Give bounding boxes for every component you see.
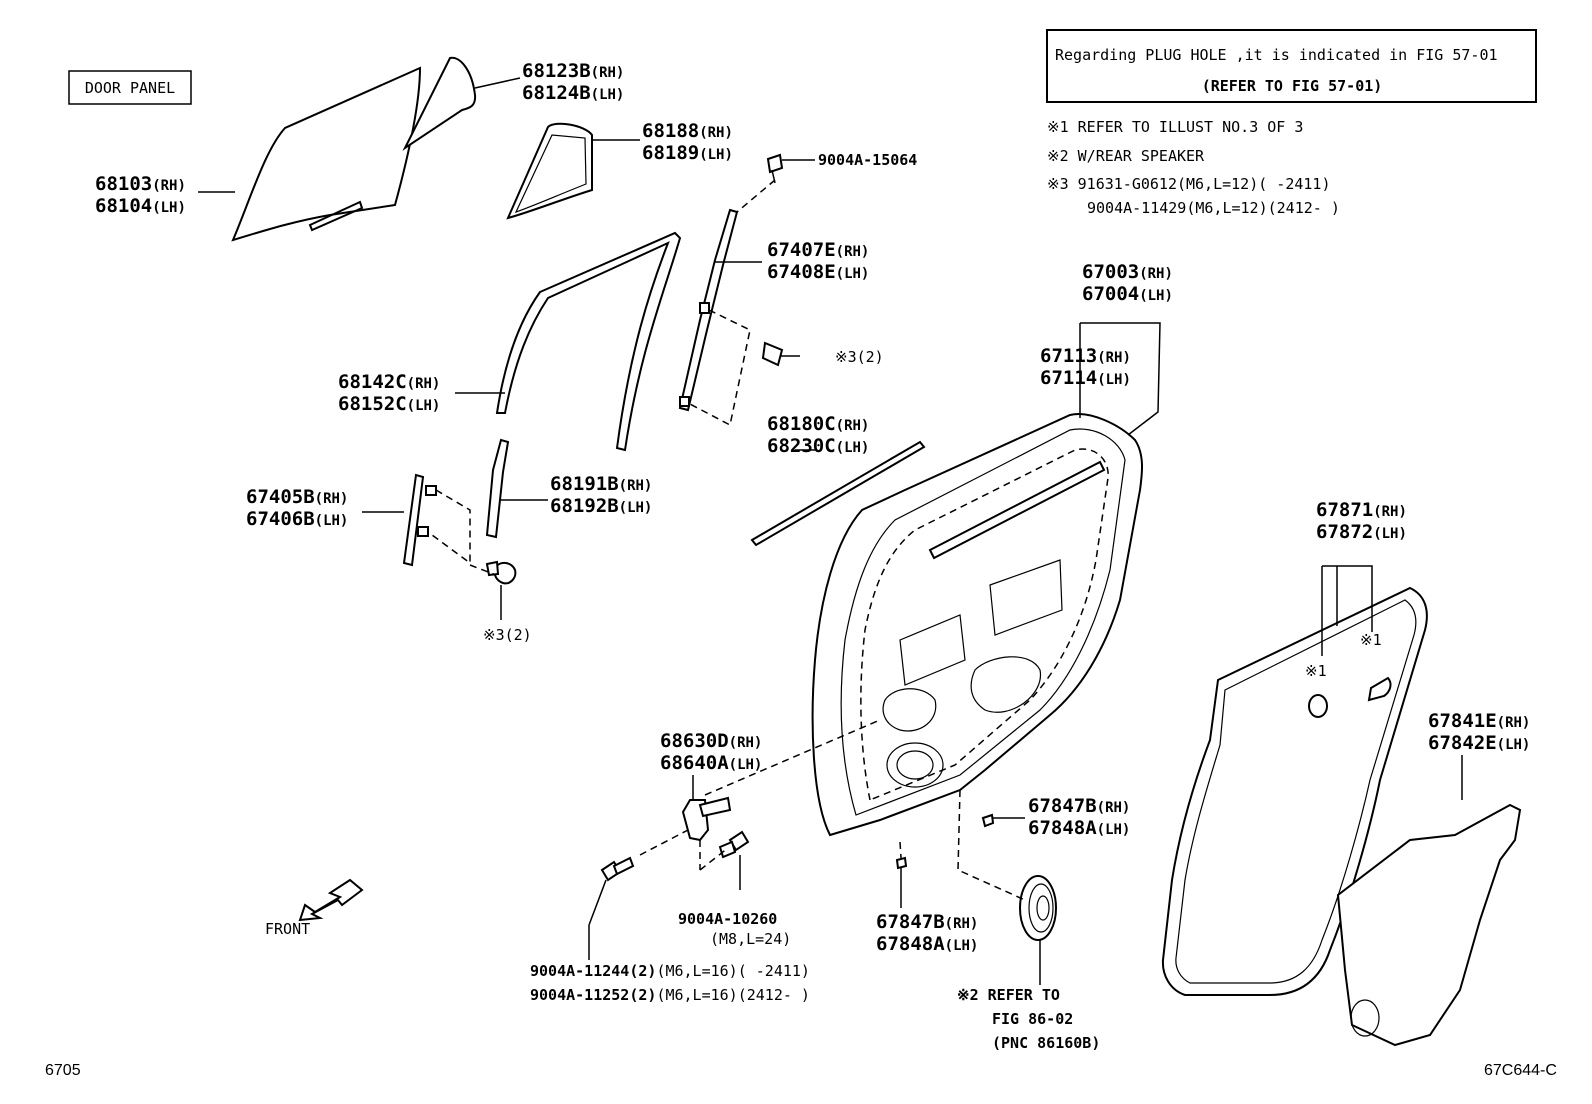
- svg-text:67848A(LH): 67848A(LH): [1028, 817, 1130, 839]
- service-hole-cover: [1336, 803, 1522, 1047]
- svg-text:68630D(RH): 68630D(RH): [660, 730, 762, 752]
- svg-text:67847B(RH): 67847B(RH): [1028, 795, 1130, 817]
- svg-text:9004A-11252(2)(M6,L=16)(2412-: 9004A-11252(2)(M6,L=16)(2412- ): [530, 986, 810, 1004]
- label-67407: 67407E(RH) 67408E(LH): [767, 239, 869, 283]
- quarter-window-weatherstrip: [506, 122, 593, 220]
- speaker: [1019, 875, 1057, 941]
- svg-text:68152C(LH): 68152C(LH): [338, 393, 440, 415]
- svg-text:67406B(LH): 67406B(LH): [246, 508, 348, 530]
- svg-text:(PNC 86160B): (PNC 86160B): [992, 1034, 1100, 1052]
- svg-text:67405B(RH): 67405B(RH): [246, 486, 348, 508]
- door-hinge: [681, 796, 732, 842]
- bolt-lower-channel: [485, 560, 517, 585]
- division-bar: [678, 208, 739, 412]
- svg-text:67841E(RH): 67841E(RH): [1428, 710, 1530, 732]
- label-68630: 68630D(RH) 68640A(LH): [660, 730, 762, 774]
- front-arrow-icon: [298, 878, 364, 922]
- svg-text:67842E(LH): 67842E(LH): [1428, 732, 1530, 754]
- svg-text:67114(LH): 67114(LH): [1040, 367, 1131, 389]
- quarter-glass: [402, 56, 477, 151]
- label-ref1-b: ※1: [1360, 631, 1382, 649]
- front-label: FRONT: [265, 920, 310, 938]
- bolt-top: [766, 153, 784, 184]
- svg-text:68124B(LH): 68124B(LH): [522, 82, 624, 104]
- svg-text:68142C(RH): 68142C(RH): [338, 371, 440, 393]
- note-3: ※3 91631-G0612(M6,L=12)( -2411): [1047, 175, 1331, 193]
- label-ref3-bottom: ※3(2): [483, 626, 532, 644]
- page-number: 6705: [45, 1062, 81, 1079]
- plug-hole-refer: (REFER TO FIG 57-01): [1202, 77, 1383, 95]
- svg-text:67871(RH): 67871(RH): [1316, 499, 1407, 521]
- hinge-bolt: [718, 830, 750, 859]
- rear-lower-channel: [485, 438, 510, 539]
- svg-text:68123B(RH): 68123B(RH): [522, 60, 624, 82]
- svg-text:9004A-11244(2)(M6,L=16)( -: 9004A-11244(2)(M6,L=16)( -2411): [530, 962, 810, 980]
- svg-text:68191B(RH): 68191B(RH): [550, 473, 652, 495]
- plug-hole-reference-box: Regarding PLUG HOLE ,it is indicated in …: [1046, 29, 1537, 103]
- label-68188: 68188(RH) 68189(LH): [642, 120, 733, 164]
- label-67003: 67003(RH) 67004(LH): [1082, 261, 1173, 305]
- clip-lower: [895, 856, 908, 870]
- label-ref1-a: ※1: [1305, 662, 1327, 680]
- figure-code: 67C644-C: [1484, 1062, 1557, 1079]
- svg-text:67848A(LH): 67848A(LH): [876, 933, 978, 955]
- svg-text:DOOR PANEL: DOOR PANEL: [85, 79, 175, 97]
- notes: ※1 REFER TO ILLUST NO.3 OF 3 ※2 W/REAR S…: [1047, 118, 1340, 217]
- svg-text:68230C(LH): 68230C(LH): [767, 435, 869, 457]
- label-68180: 68180C(RH) 68230C(LH): [767, 413, 869, 457]
- door-panel-shell: [811, 413, 1143, 837]
- plug-hole-note: Regarding PLUG HOLE ,it is indicated in …: [1055, 46, 1498, 64]
- svg-text:67847B(RH): 67847B(RH): [876, 911, 978, 933]
- svg-text:(M8,L=24): (M8,L=24): [710, 930, 791, 948]
- door-panel-label: DOOR PANEL: [68, 70, 192, 105]
- belt-moulding: [750, 440, 926, 547]
- note-2: ※2 W/REAR SPEAKER: [1047, 147, 1205, 165]
- label-67405: 67405B(RH) 67406B(LH): [246, 486, 348, 530]
- label-68103: 68103(RH) 68104(LH): [95, 173, 186, 217]
- svg-text:67408E(LH): 67408E(LH): [767, 261, 869, 283]
- label-68142: 68142C(RH) 68152C(LH): [338, 371, 440, 415]
- svg-text:9004A-10260: 9004A-10260: [678, 910, 777, 928]
- label-68123: 68123B(RH) 68124B(LH): [522, 60, 624, 104]
- label-67871: 67871(RH) 67872(LH): [1316, 499, 1407, 543]
- label-speaker-ref: ※2 REFER TO FIG 86-02 (PNC 86160B): [957, 986, 1100, 1052]
- note-3b: 9004A-11429(M6,L=12)(2412- ): [1087, 199, 1340, 217]
- rear-door-glass: [231, 66, 422, 242]
- label-67847-lower: 67847B(RH) 67848A(LH): [876, 911, 978, 955]
- svg-text:68104(LH): 68104(LH): [95, 195, 186, 217]
- label-67847-upper: 67847B(RH) 67848A(LH): [1028, 795, 1130, 839]
- label-67841: 67841E(RH) 67842E(LH): [1428, 710, 1530, 754]
- label-bolt-top: 9004A-15064: [818, 151, 917, 169]
- label-68191: 68191B(RH) 68192B(LH): [550, 473, 652, 517]
- door-weatherstrip: [1161, 586, 1428, 996]
- svg-text:67003(RH): 67003(RH): [1082, 261, 1173, 283]
- svg-text:68188(RH): 68188(RH): [642, 120, 733, 142]
- hinge-bolt-lower: [600, 856, 635, 882]
- svg-text:68192B(LH): 68192B(LH): [550, 495, 652, 517]
- svg-text:68180C(RH): 68180C(RH): [767, 413, 869, 435]
- note-1: ※1 REFER TO ILLUST NO.3 OF 3: [1047, 118, 1303, 136]
- svg-text:68189(LH): 68189(LH): [642, 142, 733, 164]
- svg-text:68640A(LH): 68640A(LH): [660, 752, 762, 774]
- bolt-division-bar: [761, 341, 800, 367]
- svg-text:67113(RH): 67113(RH): [1040, 345, 1131, 367]
- label-ref3-top: ※3(2): [835, 348, 884, 366]
- glass-run-channel: [495, 231, 682, 452]
- leader-lines: [198, 77, 1463, 985]
- svg-text:67872(LH): 67872(LH): [1316, 521, 1407, 543]
- label-67113: 67113(RH) 67114(LH): [1040, 345, 1131, 389]
- svg-text:67004(LH): 67004(LH): [1082, 283, 1173, 305]
- svg-text:※2 REFER TO: ※2 REFER TO: [957, 986, 1060, 1004]
- clip-upper: [981, 813, 995, 828]
- svg-text:67407E(RH): 67407E(RH): [767, 239, 869, 261]
- label-bolt-hinge: 9004A-10260 (M8,L=24): [678, 910, 791, 948]
- front-lower-channel: [402, 473, 437, 567]
- svg-text:FIG 86-02: FIG 86-02: [992, 1010, 1073, 1028]
- svg-text:68103(RH): 68103(RH): [95, 173, 186, 195]
- label-bolt-lower: 9004A-11244(2)(M6,L=16)( -2411) 9004A-11…: [530, 962, 810, 1004]
